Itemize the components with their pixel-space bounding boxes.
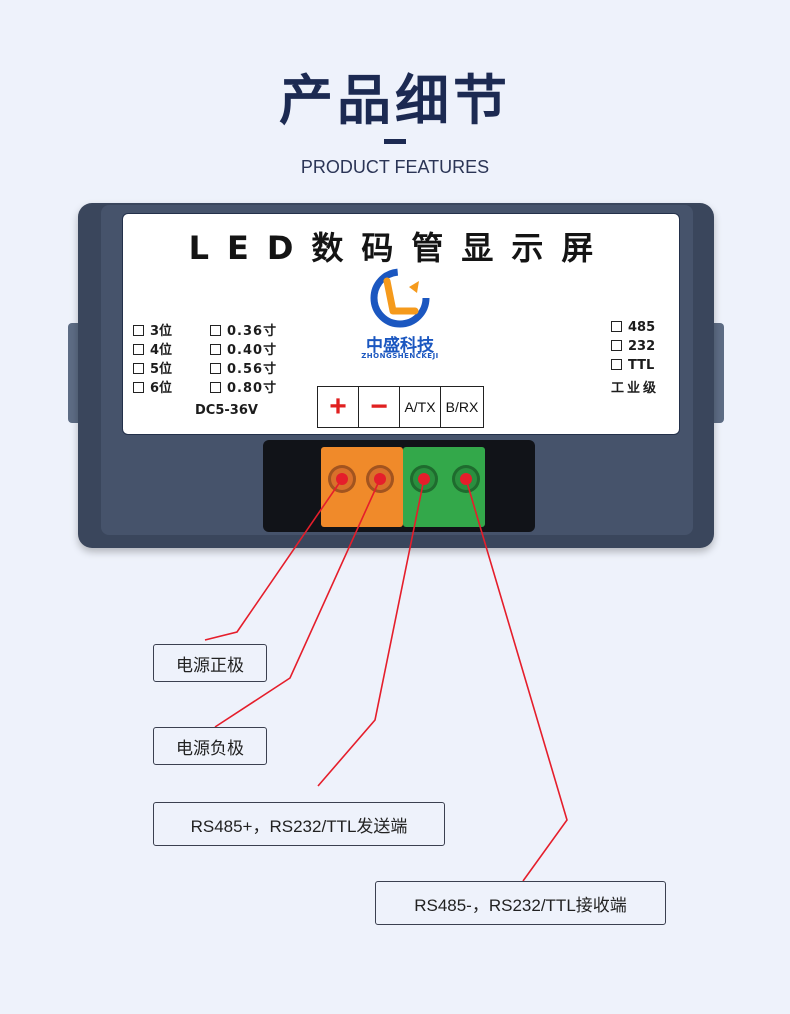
page-title: 产品细节 [279, 69, 511, 132]
option-digits-5: 5位 [133, 358, 172, 377]
option-digits-3: 3位 [133, 320, 172, 339]
checkbox-icon [133, 382, 144, 393]
checkbox-icon [133, 325, 144, 336]
leader-line-positive [204, 478, 343, 641]
page-subtitle: PRODUCT FEATURES [300, 157, 490, 177]
callout-transmit: RS485+，RS232/TTL发送端 [153, 802, 445, 846]
grade-label: 工业级 [611, 381, 660, 396]
panel-title: LED数码管显示屏 [188, 229, 612, 267]
option-size-056: 0.56寸 [210, 358, 277, 377]
checkbox-icon [210, 325, 221, 336]
zs-logo-icon [370, 268, 430, 328]
terminal-label-brx: B/RX [440, 386, 484, 428]
checkbox-icon [611, 359, 622, 370]
logo-text: 中盛科技 [366, 336, 434, 356]
leader-line-tx [317, 478, 425, 787]
logo-subtext: ZHONGSHENCKEJI [361, 352, 439, 360]
callout-receive: RS485-，RS232/TTL接收端 [375, 881, 666, 925]
option-digits-4: 4位 [133, 339, 172, 358]
option-size-040: 0.40寸 [210, 339, 277, 358]
callout-power-negative: 电源负极 [153, 727, 267, 765]
option-protocol-485: 485 [611, 320, 655, 335]
callout-power-positive: 电源正极 [153, 644, 267, 682]
checkbox-icon [133, 363, 144, 374]
option-protocol-ttl: TTL [611, 358, 654, 373]
terminal-label-plus: + [317, 386, 359, 428]
voltage-label: DC5-36V [195, 403, 258, 418]
option-digits-6: 6位 [133, 377, 172, 396]
option-protocol-232: 232 [611, 339, 655, 354]
option-size-036: 0.36寸 [210, 320, 277, 339]
title-underline [384, 139, 406, 144]
checkbox-icon [210, 382, 221, 393]
option-size-080: 0.80寸 [210, 377, 277, 396]
checkbox-icon [611, 321, 622, 332]
checkbox-icon [611, 340, 622, 351]
checkbox-icon [210, 344, 221, 355]
checkbox-icon [133, 344, 144, 355]
leader-line-rx [465, 478, 568, 882]
terminal-label-atx: A/TX [399, 386, 441, 428]
terminal-label-minus: − [358, 386, 400, 428]
leader-line-negative [214, 478, 381, 728]
checkbox-icon [210, 363, 221, 374]
